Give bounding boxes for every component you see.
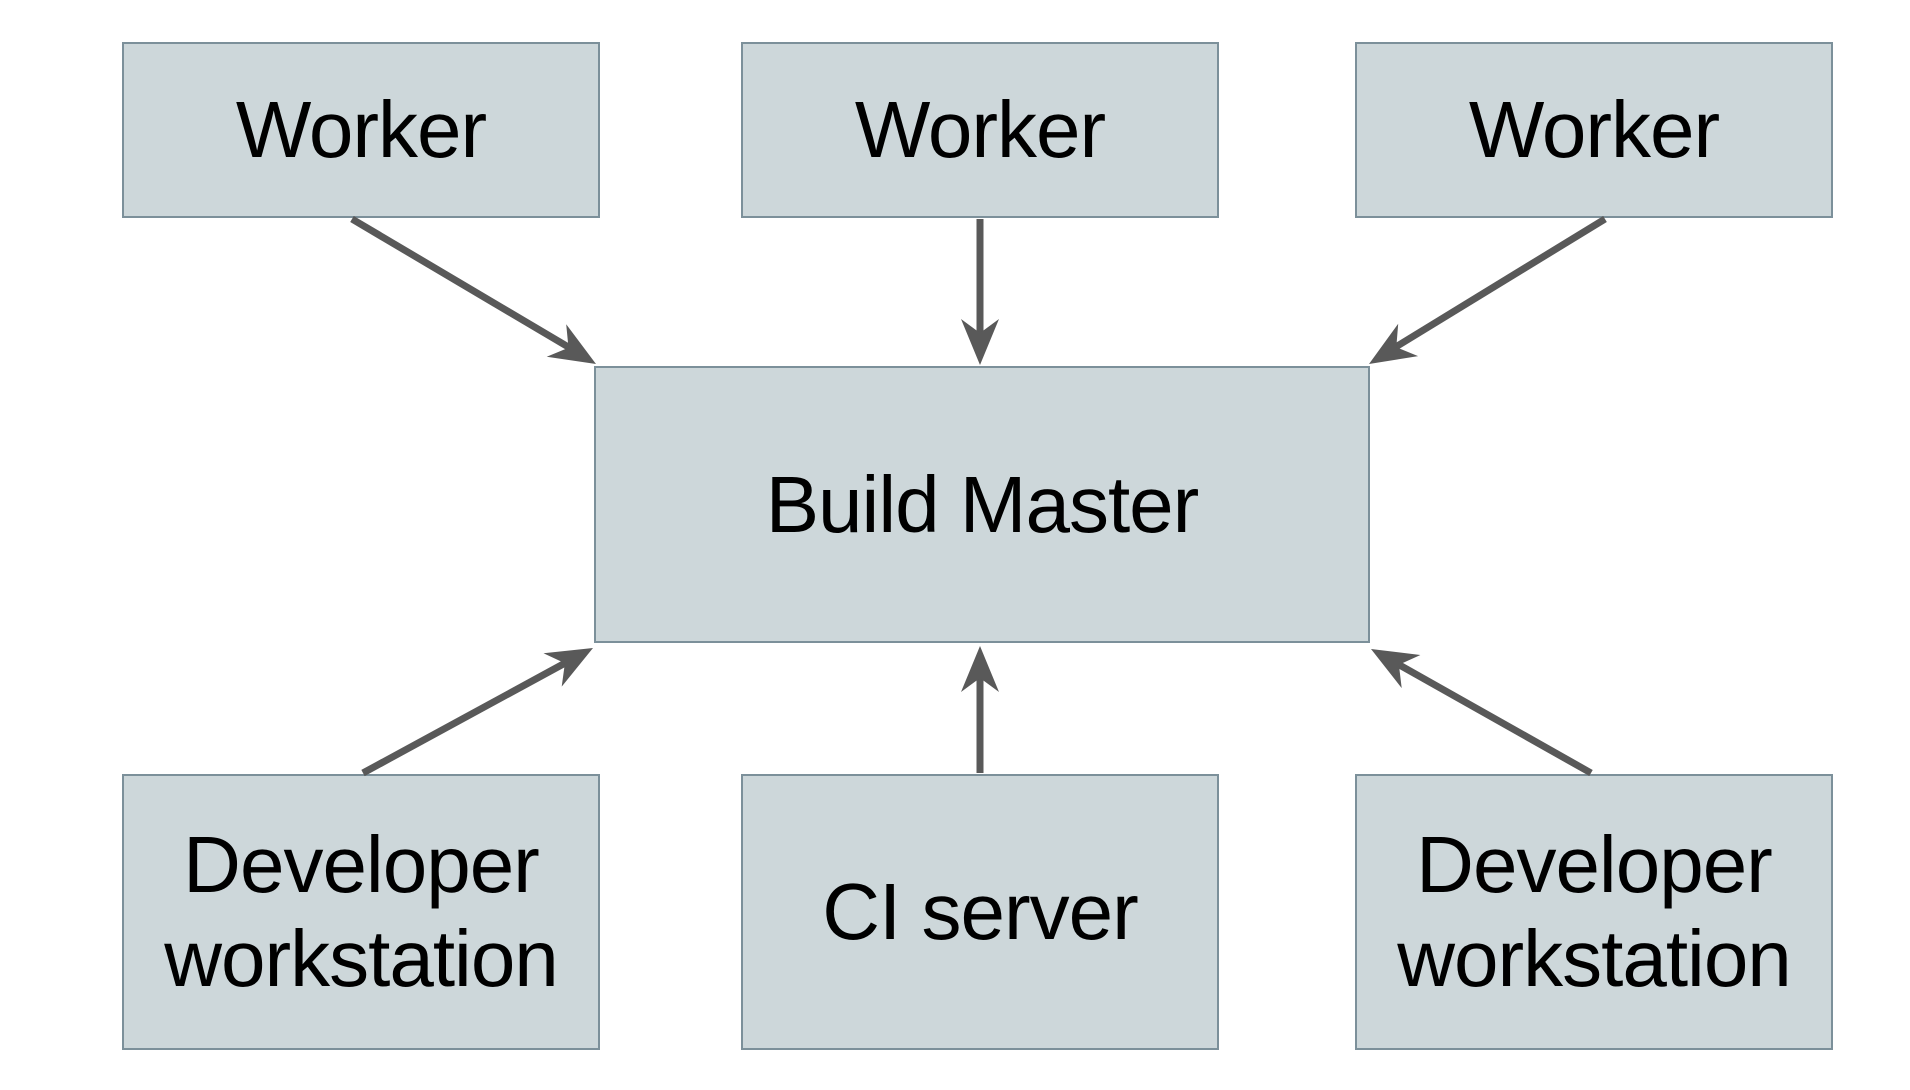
arrow-developer-workstation-1-to-build-master (361, 648, 593, 777)
arrow-worker-1-to-build-master (350, 215, 596, 364)
node-developer-workstation-2-label: Developer workstation (1397, 820, 1792, 1003)
node-worker-3: Worker (1355, 42, 1833, 218)
node-worker-2-label: Worker (854, 85, 1106, 175)
arrow-ci-server-to-build-master (961, 646, 999, 773)
node-build-master-label: Build Master (765, 459, 1200, 549)
node-worker-2: Worker (741, 42, 1219, 218)
node-developer-workstation-1: Developer workstation (122, 774, 600, 1050)
node-ci-server: CI server (741, 774, 1219, 1050)
node-developer-workstation-2: Developer workstation (1355, 774, 1833, 1050)
node-developer-workstation-1-label: Developer workstation (164, 820, 559, 1003)
arrow-worker-3-to-build-master (1369, 216, 1607, 364)
node-worker-1-label: Worker (235, 85, 487, 175)
node-worker-1: Worker (122, 42, 600, 218)
node-build-master: Build Master (594, 366, 1370, 643)
arrow-developer-workstation-2-to-build-master (1371, 649, 1593, 777)
node-ci-server-label: CI server (822, 867, 1138, 957)
node-worker-3-label: Worker (1468, 85, 1720, 175)
arrow-worker-2-to-build-master (961, 219, 999, 365)
